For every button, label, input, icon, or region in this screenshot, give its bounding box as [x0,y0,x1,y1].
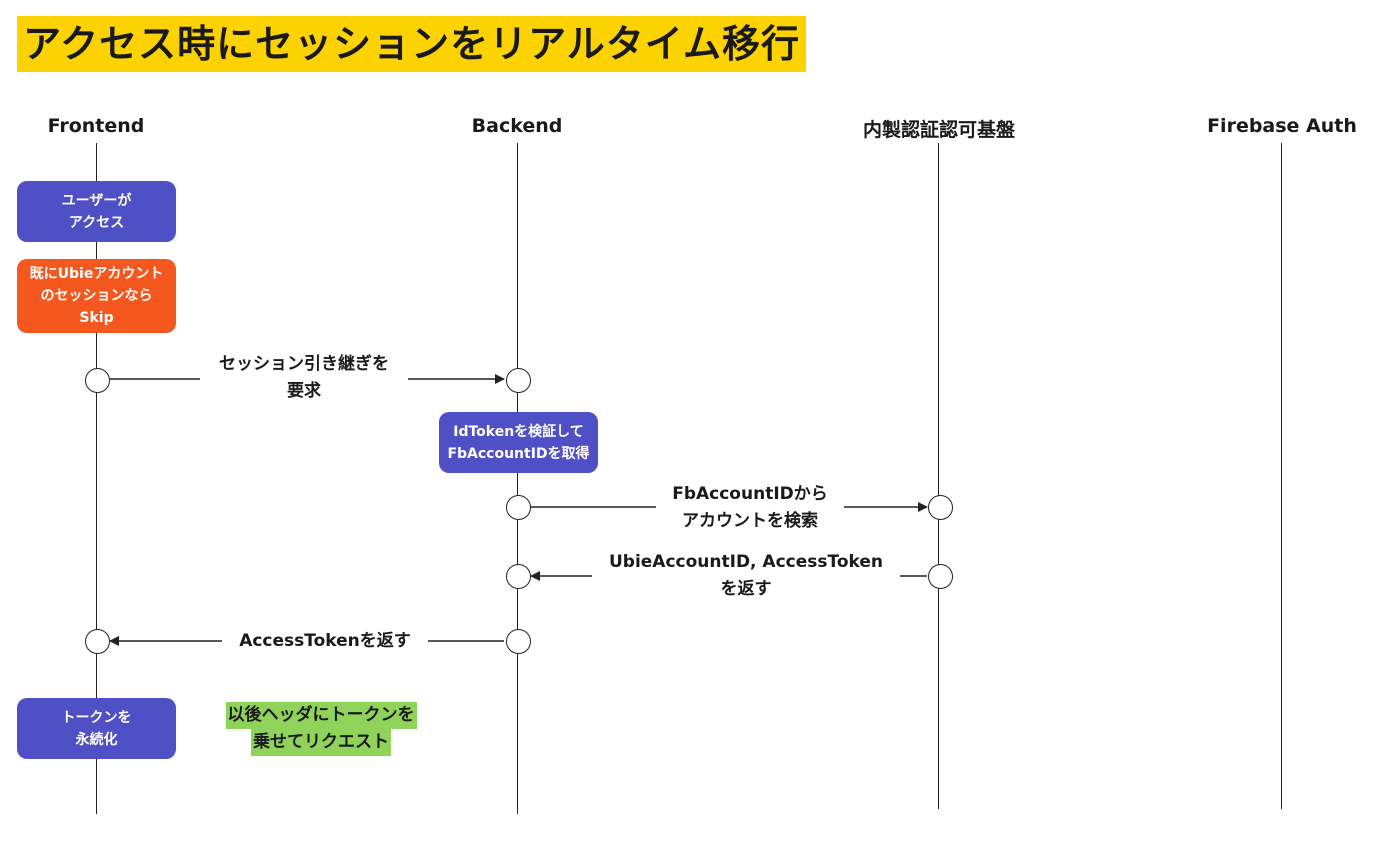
node-frontend-request [84,367,110,393]
node-frontend-receive-token [84,628,110,654]
box-persist-token: トークンを永続化 [17,698,176,759]
msg-return-token-line-1: AccessTokenを返す [239,631,411,651]
msg-request-session-line-2: 要求 [287,381,321,401]
msg-lookup-account-line-2: アカウントを検索 [682,511,818,531]
msg-return-ids: UbieAccountID, AccessToken を返す [592,549,900,603]
msg-lookup-account-line-1: FbAccountIDから [672,484,828,504]
note-line-2: 乗せてリクエスト [251,729,391,756]
actor-auth-platform: 内製認証認可基盤 [862,119,1015,141]
box-verify-idtoken: IdTokenを検証して FbAccountIDを取得 [439,412,598,473]
box-verify-line-2: FbAccountIDを取得 [447,445,590,462]
lifeline-backend [517,143,518,814]
box-skip-line-1: 既にUbieアカウント [29,266,164,282]
msg-request-session: セッション引き継ぎを要求 [200,351,408,405]
note-header-token: 以後ヘッダにトークンを乗せてリクエスト [196,702,446,756]
box-skip-line-2: のセッションなら [40,288,153,304]
node-auth-return [927,563,953,589]
lifeline-auth-platform [938,143,939,809]
box-user-access: ユーザーがアクセス [17,181,176,242]
msg-lookup-account: FbAccountIDからアカウントを検索 [656,481,844,535]
box-persist-line-2: 永続化 [75,731,118,748]
node-backend-lookup [505,494,531,520]
msg-return-ids-line-1: UbieAccountID, AccessToken [608,552,884,572]
msg-return-ids-line-2: を返す [720,579,772,599]
box-user-access-line-2: アクセス [68,214,125,231]
diagram-title: アクセス時にセッションをリアルタイム移行 [17,16,806,72]
msg-request-session-line-1: セッション引き継ぎを [219,354,389,374]
node-backend-receive-ids [505,563,531,589]
actor-firebase-auth: Firebase Auth [1207,115,1357,137]
node-auth-receive [927,494,953,520]
msg-return-token: AccessTokenを返す [222,628,428,655]
box-user-access-line-1: ユーザーが [61,192,132,209]
node-backend-receive [505,367,531,393]
box-verify-line-1: IdTokenを検証して [453,423,584,440]
lifeline-frontend [96,143,97,814]
box-persist-line-1: トークンを [61,709,132,726]
note-line-1: 以後ヘッダにトークンを [225,702,417,729]
node-backend-return-token [505,628,531,654]
box-skip-line-3: Skip [79,310,114,326]
actor-backend: Backend [471,115,563,137]
box-skip-if-session: 既にUbieアカウントのセッションなら Skip [17,259,176,333]
actor-frontend: Frontend [47,115,145,137]
lifeline-firebase-auth [1281,143,1282,809]
